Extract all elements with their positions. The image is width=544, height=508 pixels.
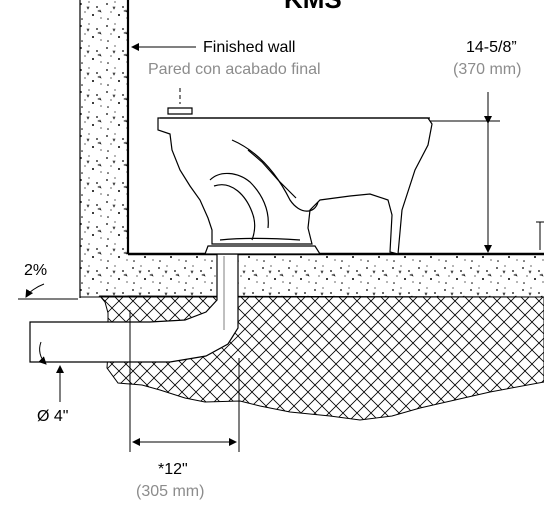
rough-in-label-mm: (305 mm) [136,483,204,500]
finished-wall [80,0,128,256]
rough-in-label: *12" [158,461,188,478]
pipe-diameter-label: Ø 4" [37,408,68,425]
slope-arrow [25,283,45,298]
height-label: 14-5/8” [466,39,517,56]
slope-label: 2% [24,262,47,279]
height-label-mm: (370 mm) [453,61,521,78]
toilet-bowl [157,107,433,255]
header-title-fragment: KMS [284,0,342,14]
drain-pipe [29,253,239,363]
finished-wall-label-es: Pared con acabado final [148,61,321,78]
toilet-flange [204,245,322,255]
finished-wall-label: Finished wall [203,39,295,56]
floor-slab [80,254,544,297]
